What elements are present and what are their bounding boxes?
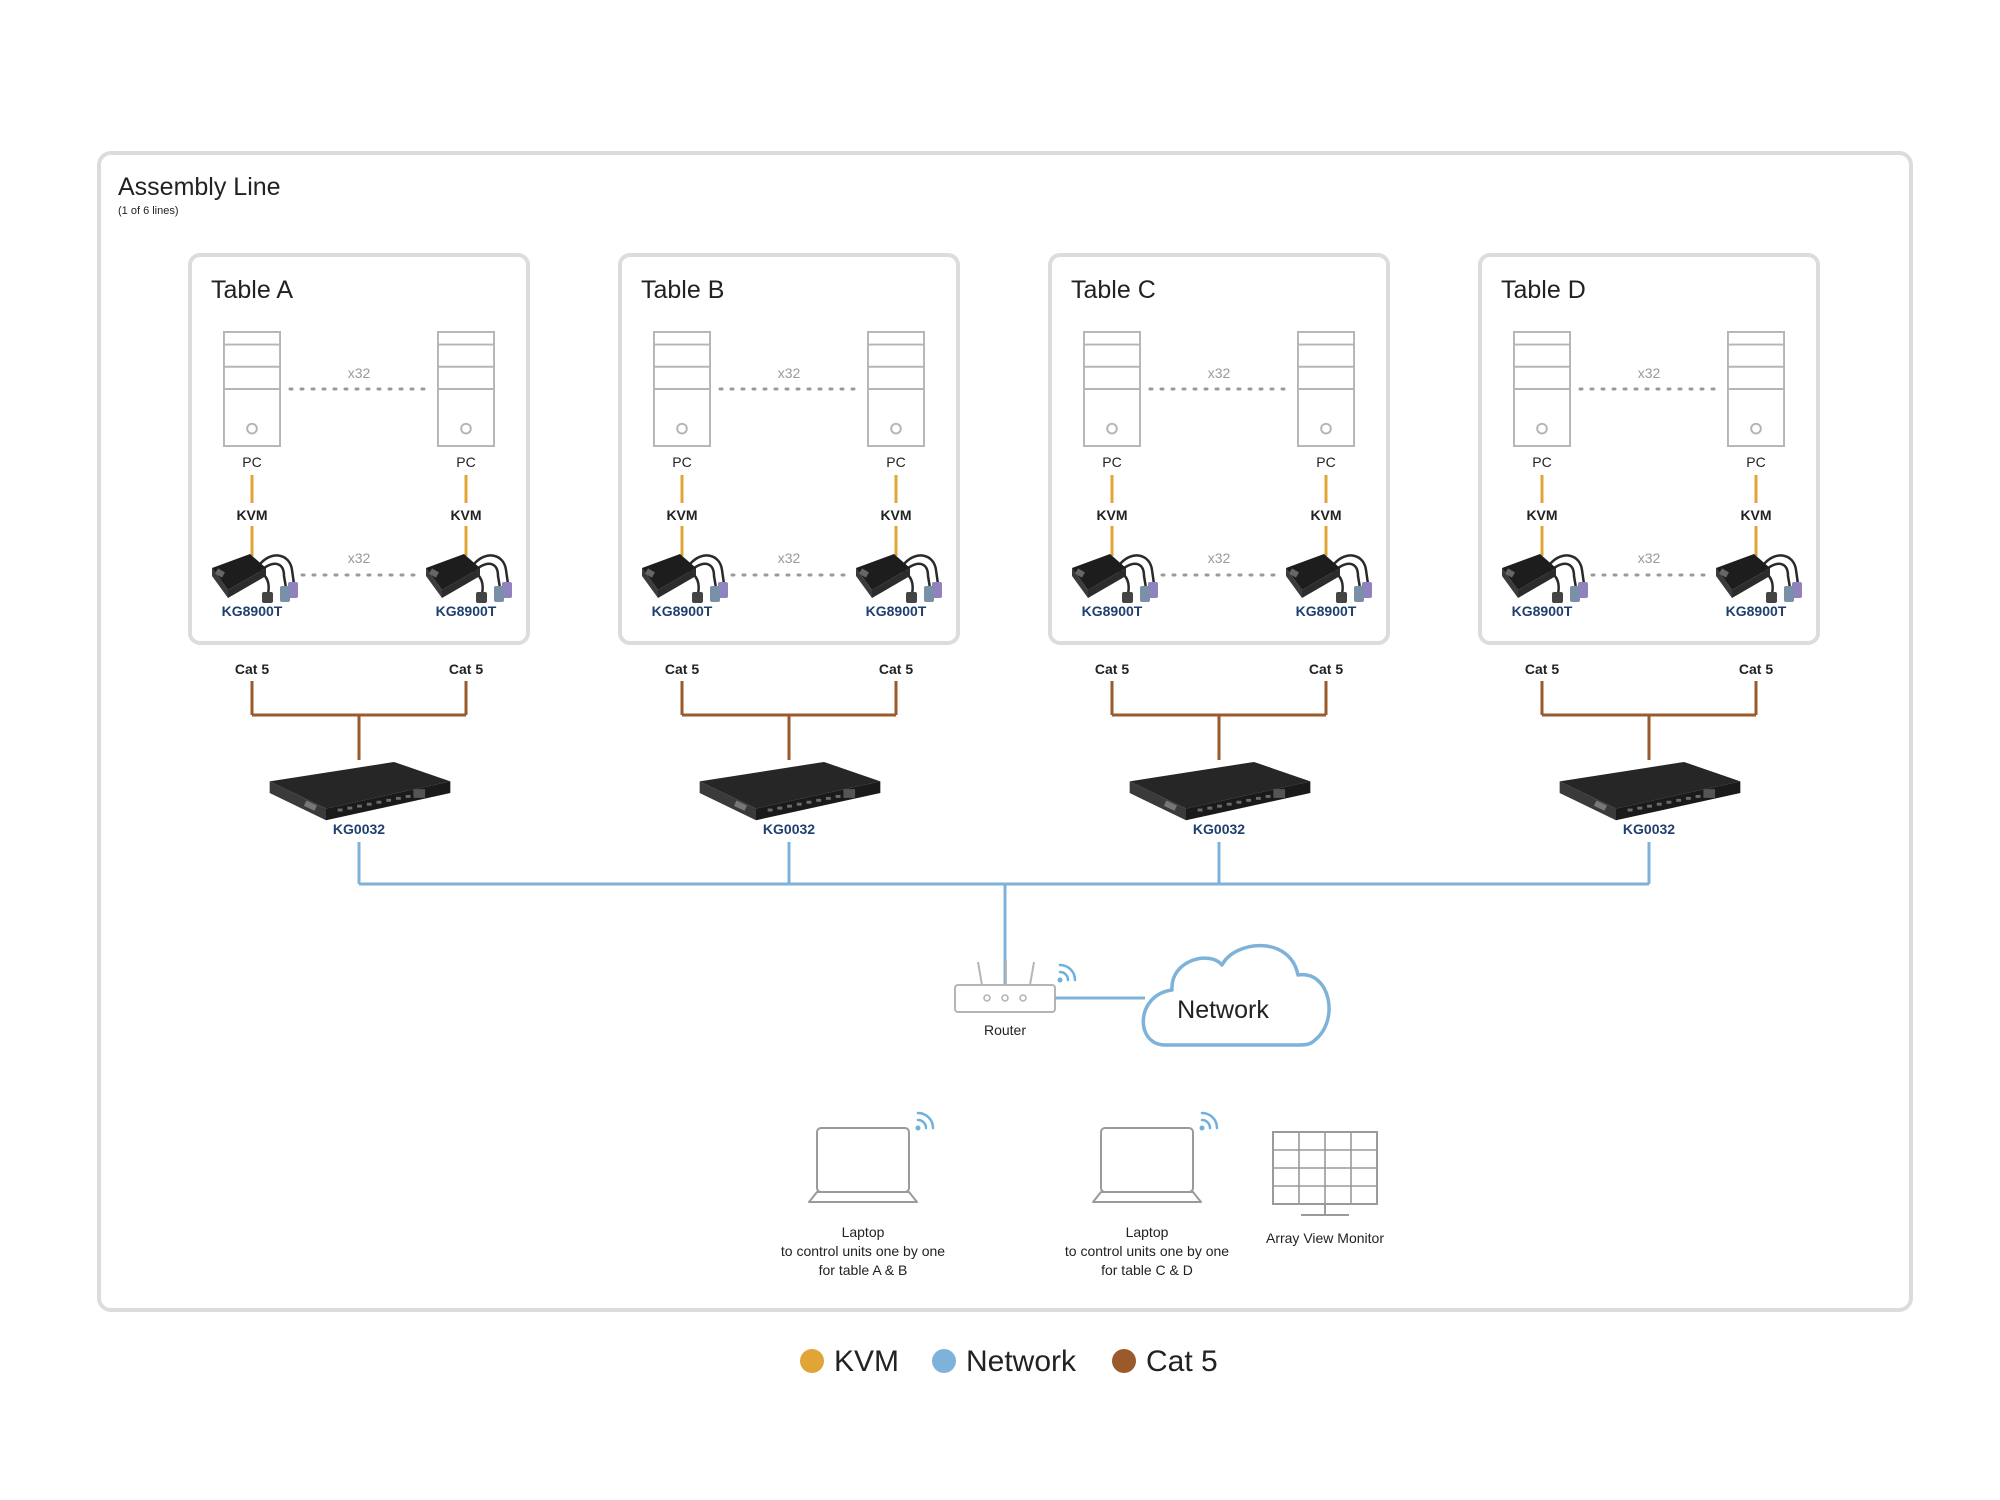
table-title: Table B: [641, 276, 724, 304]
pc-multiplier-label: x32: [348, 365, 371, 381]
cat5-label: Cat 5: [449, 661, 483, 677]
wifi-icon: [1199, 1111, 1219, 1131]
pc-label: PC: [1102, 454, 1121, 470]
adapter-label: KG8900T: [1726, 603, 1787, 619]
pc-multiplier-label: x32: [1208, 365, 1231, 381]
client-caption-line: Array View Monitor: [1266, 1230, 1384, 1246]
adapter-label: KG8900T: [652, 603, 713, 619]
laptop-base: [808, 1191, 918, 1203]
legend-swatch: [932, 1349, 956, 1373]
table-c: Table C PC KVM KG8900T Cat 5 PC KVM KG8900T Cat …: [1048, 253, 1390, 837]
network-cloud-icon: [1141, 943, 1331, 1047]
kvm-label: KVM: [1526, 507, 1557, 523]
cat5-label: Cat 5: [235, 661, 269, 677]
router-wifi-icon: [1057, 963, 1077, 983]
legend-label: KVM: [834, 1345, 899, 1378]
pc-icon: [653, 330, 711, 448]
router-label: Router: [984, 1022, 1026, 1038]
pc-icon: [223, 330, 281, 448]
kvm-label: KVM: [880, 507, 911, 523]
tables-layer: Table A PC KVM KG8900T Cat 5 PC KVM KG8900T Cat …: [188, 253, 1820, 837]
assembly-line-subtitle: (1 of 6 lines): [118, 205, 179, 217]
switch-label: KG0032: [333, 821, 385, 837]
table-title: Table C: [1071, 276, 1156, 304]
pc-multiplier-label: x32: [1638, 365, 1661, 381]
pc-icon: [1297, 330, 1355, 448]
adapter-label: KG8900T: [1082, 603, 1143, 619]
pc-label: PC: [456, 454, 475, 470]
client-caption-line: for table A & B: [819, 1262, 908, 1278]
switch-label: KG0032: [1193, 821, 1245, 837]
legend-label: Network: [966, 1345, 1077, 1378]
assembly-line-title: Assembly Line: [118, 173, 281, 201]
array-view-monitor: Array View Monitor: [1266, 1131, 1384, 1246]
pc-icon: [437, 330, 495, 448]
switch-label: KG0032: [763, 821, 815, 837]
switch-label: KG0032: [1623, 821, 1675, 837]
laptop-icon: [1100, 1127, 1194, 1193]
cat5-label: Cat 5: [879, 661, 913, 677]
legend-item: Cat 5: [1112, 1345, 1218, 1378]
table-title: Table A: [211, 276, 293, 304]
grid-monitor-icon: [1272, 1131, 1378, 1216]
legend-swatch: [1112, 1349, 1136, 1373]
pc-icon: [1083, 330, 1141, 448]
legend: KVM Network Cat 5: [800, 1345, 1218, 1378]
pc-label: PC: [1316, 454, 1335, 470]
adapter-label: KG8900T: [436, 603, 497, 619]
cat5-label: Cat 5: [1095, 661, 1129, 677]
laptop-base: [1092, 1191, 1202, 1203]
table-title: Table D: [1501, 276, 1586, 304]
pc-label: PC: [886, 454, 905, 470]
adapter-multiplier-label: x32: [1208, 550, 1231, 566]
adapter-label: KG8900T: [222, 603, 283, 619]
kvm-label: KVM: [1096, 507, 1127, 523]
kvm-label: KVM: [666, 507, 697, 523]
laptop-client: Laptop to control units one by one for tab…: [781, 1111, 945, 1278]
adapter-label: KG8900T: [1296, 603, 1357, 619]
pc-label: PC: [242, 454, 261, 470]
cat5-label: Cat 5: [1309, 661, 1343, 677]
clients-layer: Laptop to control units one by one for tab…: [781, 1111, 1384, 1278]
legend-item: Network: [932, 1345, 1077, 1378]
adapter-multiplier-label: x32: [348, 550, 371, 566]
table-d: Table D PC KVM KG8900T Cat 5 PC KVM KG8900T Cat …: [1478, 253, 1820, 837]
client-caption-line: Laptop: [1126, 1224, 1169, 1240]
legend-swatch: [800, 1349, 824, 1373]
cat5-label: Cat 5: [665, 661, 699, 677]
pc-icon: [867, 330, 925, 448]
network-cloud-label: Network: [1177, 996, 1269, 1024]
client-caption-line: to control units one by one: [781, 1243, 945, 1259]
assembly-line-frame: [97, 151, 1913, 1312]
wifi-icon: [915, 1111, 935, 1131]
adapter-label: KG8900T: [866, 603, 927, 619]
kvm-label: KVM: [236, 507, 267, 523]
laptop-icon: [816, 1127, 910, 1193]
adapter-multiplier-label: x32: [1638, 550, 1661, 566]
legend-label: Cat 5: [1146, 1345, 1218, 1378]
legend-item: KVM: [800, 1345, 899, 1378]
pc-multiplier-label: x32: [778, 365, 801, 381]
client-caption-line: to control units one by one: [1065, 1243, 1229, 1259]
cat5-label: Cat 5: [1525, 661, 1559, 677]
pc-label: PC: [1746, 454, 1765, 470]
table-b: Table B PC KVM KG8900T Cat 5 PC KVM KG8900T Cat …: [618, 253, 960, 837]
adapter-multiplier-label: x32: [778, 550, 801, 566]
client-caption-line: Laptop: [842, 1224, 885, 1240]
laptop-client: Laptop to control units one by one for tab…: [1065, 1111, 1229, 1278]
pc-icon: [1513, 330, 1571, 448]
table-a: Table A PC KVM KG8900T Cat 5 PC KVM KG8900T Cat …: [188, 253, 530, 837]
pc-label: PC: [1532, 454, 1551, 470]
pc-icon: [1727, 330, 1785, 448]
client-caption-line: for table C & D: [1101, 1262, 1193, 1278]
pc-label: PC: [672, 454, 691, 470]
kvm-label: KVM: [450, 507, 481, 523]
cat5-label: Cat 5: [1739, 661, 1773, 677]
adapter-label: KG8900T: [1512, 603, 1573, 619]
kvm-label: KVM: [1740, 507, 1771, 523]
kvm-label: KVM: [1310, 507, 1341, 523]
